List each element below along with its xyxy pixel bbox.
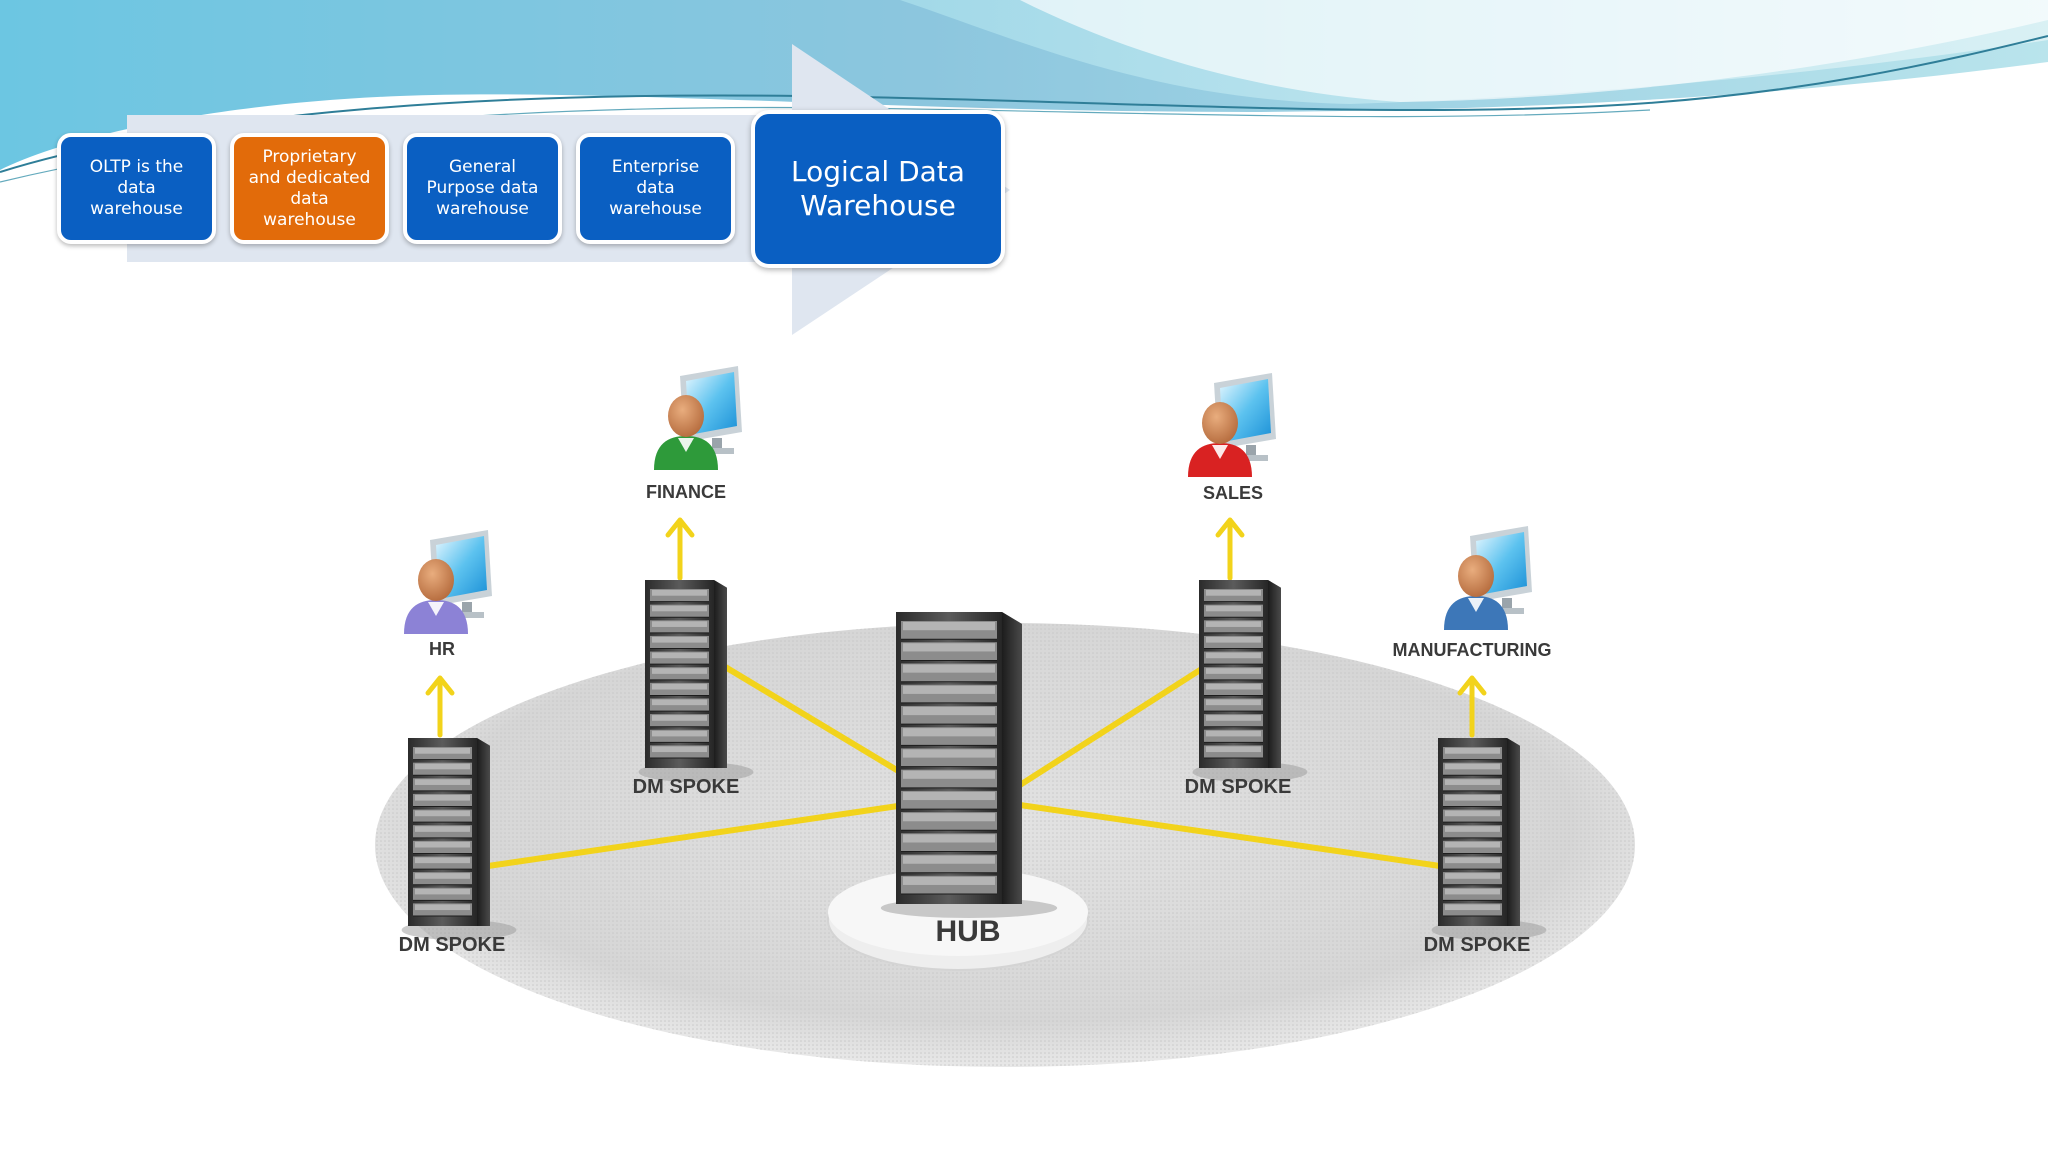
dept-label-sales: SALES: [1203, 483, 1263, 503]
arrow-up-icon: [425, 675, 455, 738]
spoke-label-hr: DM SPOKE: [399, 934, 506, 956]
step-box-general-purpose: General Purpose data warehouse: [403, 133, 562, 244]
step-final-label: Logical Data Warehouse: [791, 155, 965, 222]
connector-hr: [485, 802, 908, 869]
upward-arrows: [425, 517, 1487, 738]
spoke-label-finance: DM SPOKE: [633, 776, 740, 798]
user-monitor-icon-finance: [654, 366, 742, 470]
arrow-up-icon: [665, 517, 695, 581]
spoke-label-manufacturing: DM SPOKE: [1424, 934, 1531, 956]
arrow-up-icon: [1457, 675, 1487, 738]
spoke-rack-finance: [638, 580, 754, 782]
user-monitor-icon-sales: [1188, 373, 1276, 477]
connector-manufacturing: [1017, 802, 1443, 869]
connector-finance: [719, 662, 908, 778]
department-users: [404, 366, 1532, 634]
connector-sales: [1017, 667, 1203, 788]
step-label: OLTP is the data warehouse: [89, 157, 184, 219]
hub-connectors: [485, 662, 1443, 869]
step-label: Enterprise data warehouse: [609, 157, 702, 219]
hub-label: HUB: [936, 915, 1001, 948]
step-box-logical-data-warehouse: Logical Data Warehouse: [751, 110, 1005, 268]
spoke-label-sales: DM SPOKE: [1185, 776, 1292, 798]
step-label: Proprietary and dedicated data warehouse: [248, 146, 371, 230]
user-monitor-icon-hr: [404, 530, 492, 634]
user-monitor-icon-manufacturing: [1444, 526, 1532, 630]
spoke-rack-sales: [1192, 580, 1308, 782]
step-box-proprietary: Proprietary and dedicated data warehouse: [230, 133, 389, 244]
dept-label-finance: FINANCE: [646, 482, 726, 502]
spoke-rack-hr: [401, 738, 517, 940]
step-box-oltp: OLTP is the data warehouse: [57, 133, 216, 244]
arrow-up-icon: [1215, 517, 1245, 581]
diagram-labels: HUB DM SPOKE DM SPOKE DM SPOKE DM SPOKE …: [399, 482, 1552, 956]
hub-server-rack: [880, 612, 1058, 918]
spoke-rack-manufacturing: [1431, 738, 1547, 940]
dept-label-hr: HR: [429, 639, 455, 659]
step-box-enterprise: Enterprise data warehouse: [576, 133, 735, 244]
dept-label-manufacturing: MANUFACTURING: [1393, 640, 1552, 660]
step-label: General Purpose data warehouse: [426, 157, 539, 219]
server-racks: [401, 580, 1547, 940]
